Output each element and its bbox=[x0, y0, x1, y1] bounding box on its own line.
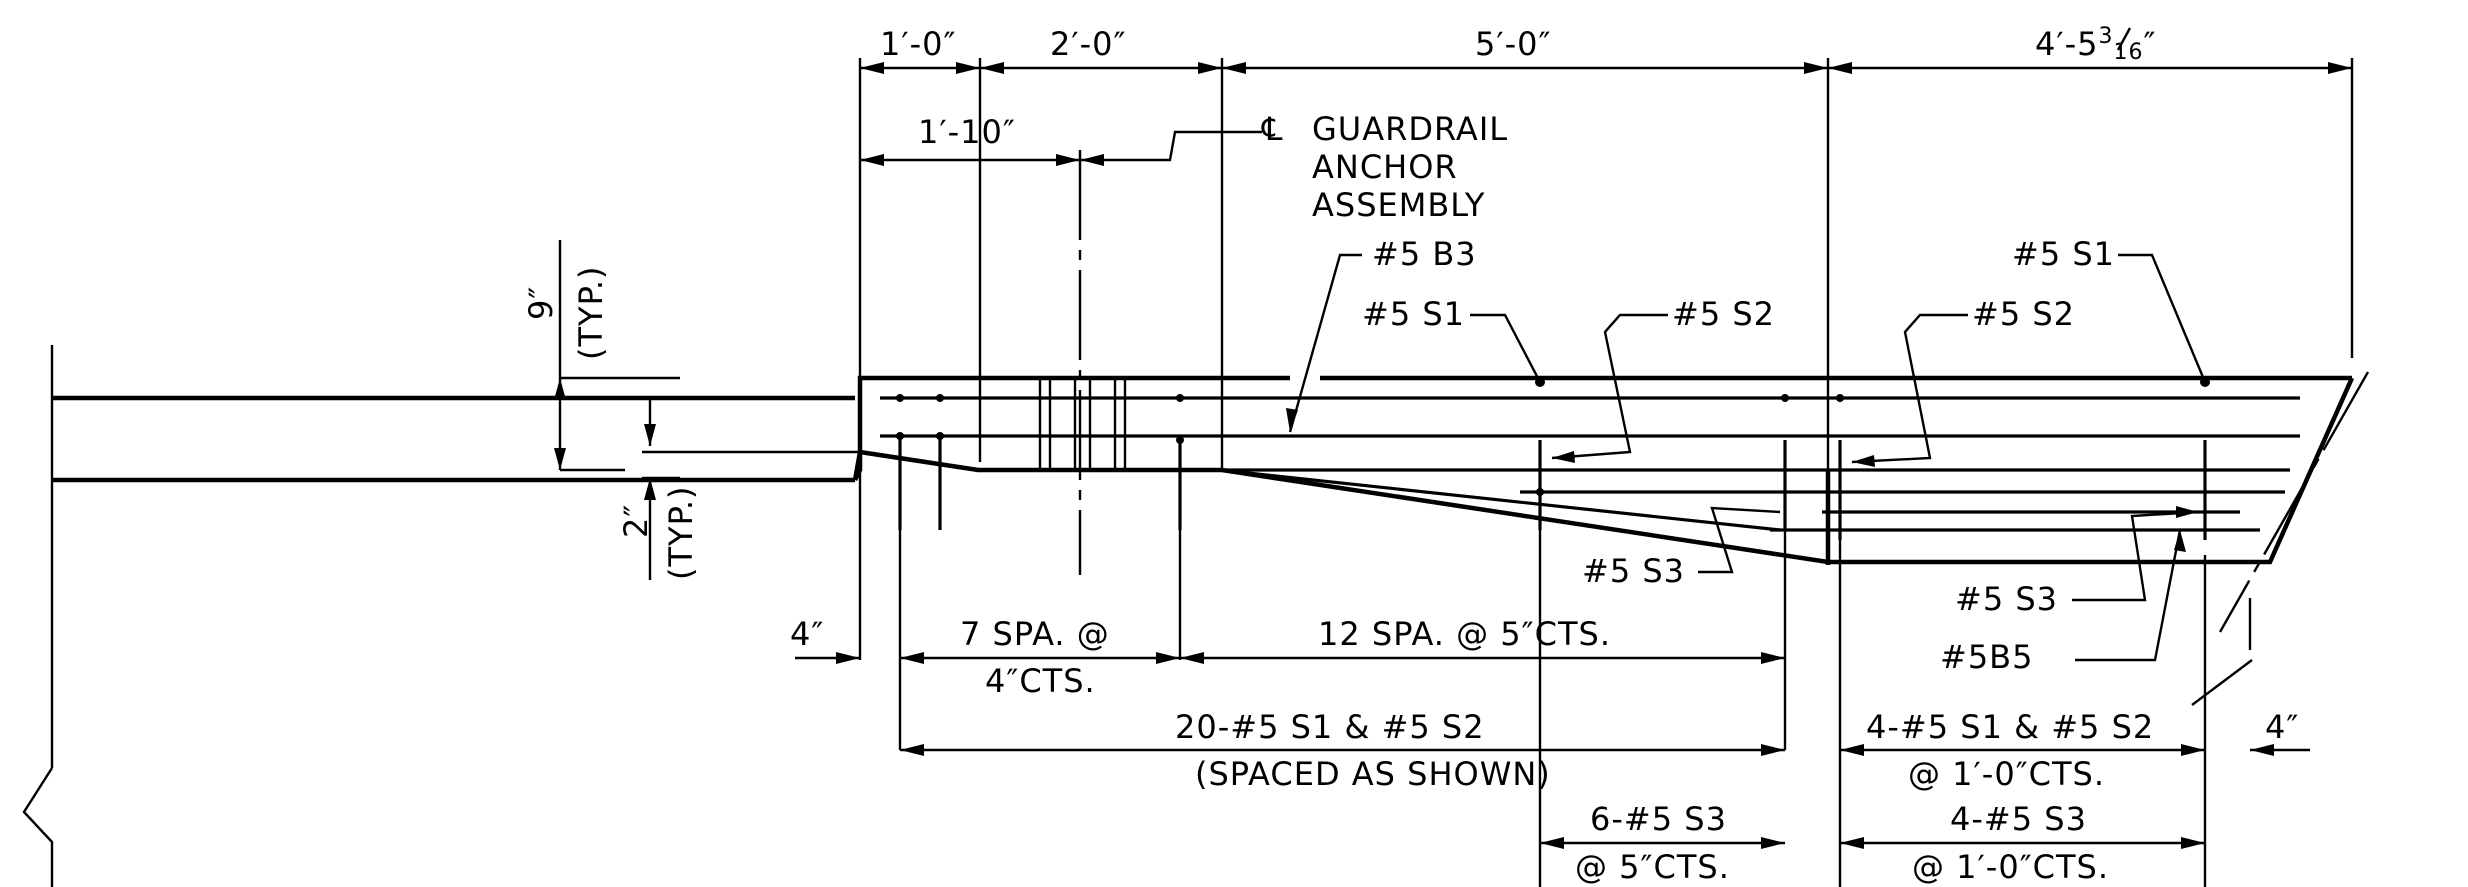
dim-5ft-0in: 5′-0″ bbox=[1475, 25, 1551, 63]
dim-4ft-5-3-16in: 4′-5316″ bbox=[2035, 24, 2156, 65]
twenty-s1s2-line1: 20-#5 S1 & #5 S2 bbox=[1175, 708, 1485, 746]
dim-1ft-10in: 1′-10″ bbox=[918, 113, 1016, 151]
four-inch-left: 4″ bbox=[790, 615, 824, 653]
dim-1ft-0in: 1′-0″ bbox=[880, 25, 956, 63]
anchor-label-line1: GUARDRAIL bbox=[1312, 110, 1508, 148]
nine-inch-typ: (TYP.) bbox=[572, 265, 610, 360]
four-s3-line2: @ 1′-0″CTS. bbox=[1912, 848, 2109, 886]
two-inch-label: 2″ bbox=[617, 504, 655, 538]
callout-s1-left: #5 S1 bbox=[1362, 295, 1465, 333]
callout-b5: #5B5 bbox=[1940, 638, 2033, 676]
callout-leaders: #5 B3 #5 S1 #5 S2 #5 S3 #5 S1 #5 S2 #5 S… bbox=[1286, 235, 2207, 676]
concrete-outline bbox=[852, 371, 2370, 706]
twenty-s1s2-line2: (SPACED AS SHOWN) bbox=[1195, 755, 1551, 793]
callout-s3-right: #5 S3 bbox=[1955, 580, 2058, 618]
reinforcing-bars bbox=[880, 150, 2300, 575]
two-inch-typ: (TYP.) bbox=[662, 485, 700, 580]
guardrail-anchor-callout: ℄ GUARDRAIL ANCHOR ASSEMBLY bbox=[1261, 110, 1508, 224]
centerline-symbol: ℄ bbox=[1261, 110, 1284, 148]
twelve-spa: 12 SPA. @ 5″CTS. bbox=[1318, 615, 1611, 653]
dim-2ft-0in: 2′-0″ bbox=[1050, 25, 1126, 63]
typ-dimensions: 9″ (TYP.) 2″ (TYP.) bbox=[522, 240, 860, 580]
four-s1s2-line2: @ 1′-0″CTS. bbox=[1908, 755, 2105, 793]
extension-lines bbox=[858, 58, 2354, 887]
spacing-dimensions: 4″ 7 SPA. @ 4″CTS. 12 SPA. @ 5″CTS. 20-#… bbox=[790, 615, 2310, 886]
callout-s2-left: #5 S2 bbox=[1672, 295, 1775, 333]
callout-s3-left: #5 S3 bbox=[1582, 552, 1685, 590]
callout-s1-right: #5 S1 bbox=[2012, 235, 2115, 273]
top-dimension-chain: 1′-0″ 2′-0″ 5′-0″ 4′-5316″ 1′-10″ bbox=[860, 24, 2352, 166]
four-inch-right: 4″ bbox=[2265, 708, 2299, 746]
callout-s2-right: #5 S2 bbox=[1972, 295, 2075, 333]
seven-spa-line2: 4″CTS. bbox=[985, 662, 1096, 700]
base-slab bbox=[22, 345, 855, 887]
six-s3-line1: 6-#5 S3 bbox=[1590, 800, 1727, 838]
four-s1s2-line1: 4-#5 S1 & #5 S2 bbox=[1866, 708, 2154, 746]
callout-b3: #5 B3 bbox=[1372, 235, 1477, 273]
anchor-label-line2: ANCHOR bbox=[1312, 148, 1458, 186]
nine-inch-label: 9″ bbox=[522, 286, 560, 320]
six-s3-line2: @ 5″CTS. bbox=[1575, 848, 1730, 886]
four-s3-line1: 4-#5 S3 bbox=[1950, 800, 2087, 838]
anchor-label-line3: ASSEMBLY bbox=[1312, 186, 1485, 224]
seven-spa-line1: 7 SPA. @ bbox=[960, 615, 1110, 653]
